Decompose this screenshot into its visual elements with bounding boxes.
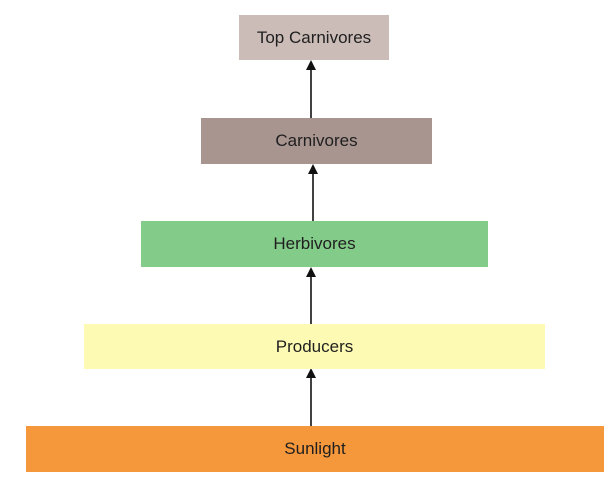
arrowhead-producers (306, 368, 316, 378)
level-top-carnivores: Top Carnivores (239, 15, 389, 60)
arrowhead-top-carnivores (306, 60, 316, 70)
level-carnivores: Carnivores (201, 118, 432, 164)
arrowhead-herbivores (306, 267, 316, 277)
level-sunlight: Sunlight (26, 426, 604, 472)
level-producers: Producers (84, 324, 545, 369)
level-herbivores: Herbivores (141, 221, 488, 267)
arrowhead-carnivores (308, 164, 318, 174)
